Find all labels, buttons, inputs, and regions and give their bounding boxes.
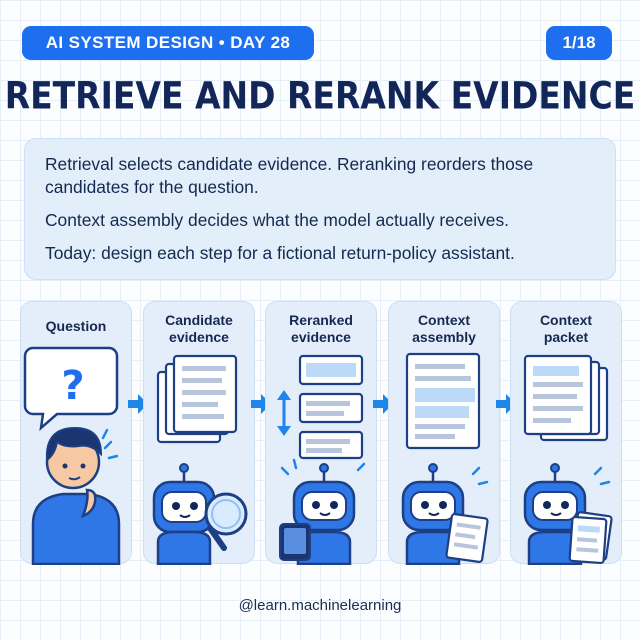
- series-badge: AI SYSTEM DESIGN • DAY 28: [22, 26, 314, 60]
- question-bubble-icon: ?: [23, 346, 119, 432]
- reranked-list: [298, 354, 364, 460]
- intro-line-retrieval: Retrieval selects candidate evidence. Re…: [45, 154, 534, 197]
- stage-label-context-packet: Context packet: [539, 312, 593, 345]
- stage-card-context-packet: Context packet: [510, 301, 622, 565]
- stage-card-reranked-evidence: Reranked evidence: [265, 301, 377, 565]
- robot-document-icon: [523, 463, 613, 565]
- robot-magnifier-icon: [152, 463, 248, 565]
- intro-line-context: Context assembly decides what the model …: [45, 210, 509, 230]
- stage-label-question: Question: [45, 318, 107, 334]
- reorder-arrows-icon: [277, 390, 291, 436]
- page-indicator: 1/18: [546, 26, 612, 60]
- robot-tablet-icon: [279, 458, 366, 565]
- assembled-document-icon: [405, 352, 481, 450]
- document-stack-icon: [156, 354, 238, 444]
- stage-card-question: Question ?: [20, 301, 132, 565]
- stage-label-context-assembly: Context assembly: [412, 312, 476, 345]
- context-packet-icon: [523, 354, 609, 442]
- stage-label-candidate-evidence: Candidate evidence: [165, 312, 233, 345]
- footer-credit: @learn.machinelearning: [238, 597, 402, 614]
- stage-card-candidate-evidence: Candidate evidence: [143, 301, 255, 565]
- stage-card-context-assembly: Context assembly: [388, 301, 500, 565]
- stage-label-reranked-evidence: Reranked evidence: [289, 312, 353, 345]
- robot-document-icon: [401, 463, 489, 565]
- svg-text:?: ?: [61, 363, 84, 409]
- intro-panel: Retrieval selects candidate evidence. Re…: [24, 138, 616, 280]
- intro-line-today: Today: design each step for a fictional …: [45, 243, 515, 263]
- person-thinking-icon: [31, 426, 121, 565]
- page-title: RETRIEVE AND RERANK EVIDENCE: [4, 73, 636, 118]
